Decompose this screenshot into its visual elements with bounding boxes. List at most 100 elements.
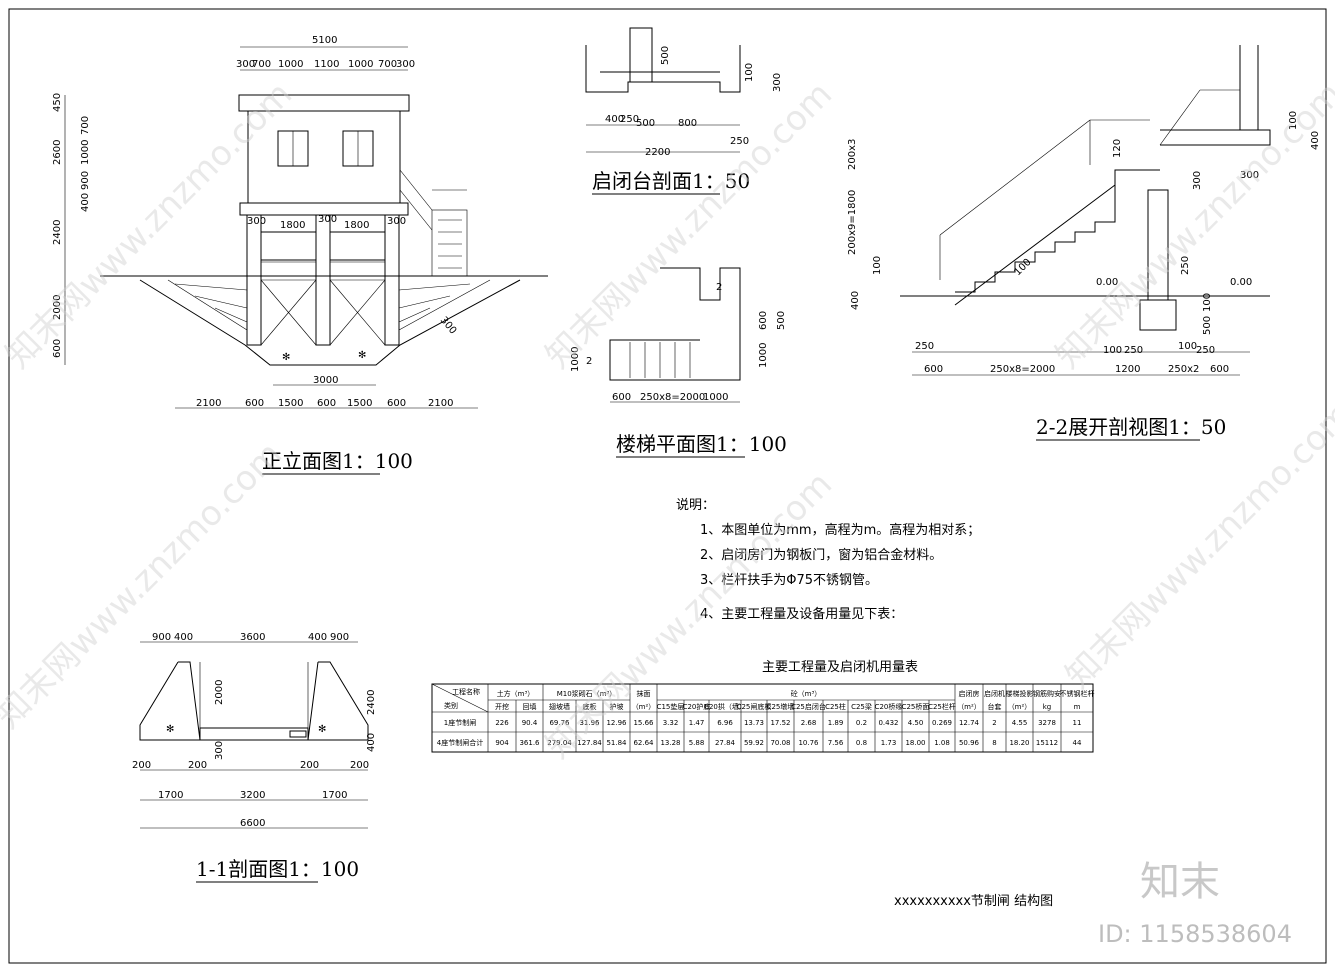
s22-l-0: 200x3 <box>847 139 858 170</box>
table-group-header: 不锈钢栏杆 <box>1060 689 1095 698</box>
table-cell: 6.96 <box>717 719 733 727</box>
hp-v-1: 100 <box>744 63 755 82</box>
hp-v-0: 500 <box>660 46 671 65</box>
s11-gate-icon-right: ✻ <box>318 724 326 735</box>
s22-l-3: 400 <box>850 291 861 310</box>
fe-b-6: 2100 <box>428 398 453 409</box>
table-cell: 1.47 <box>689 719 705 727</box>
table-cell: 0.8 <box>856 739 867 747</box>
table-group-header: 抹面 <box>637 689 651 698</box>
fe-dim-top-2: 1000 <box>278 59 303 70</box>
fe-v-1: 700 <box>80 116 91 135</box>
table-cell: 3.32 <box>663 719 679 727</box>
note-2: 2、启闭房门为钢板门，窗为铝合金材料。 <box>700 547 942 563</box>
sp-title: 楼梯平面图1：100 <box>616 432 787 456</box>
s22-b-2: 1200 <box>1115 364 1140 375</box>
table-cell: 12.74 <box>959 719 980 727</box>
drawing-border <box>8 8 1327 964</box>
sp-mark-top: 2 <box>716 282 722 293</box>
hp-total: 2200 <box>645 147 670 158</box>
table-cell: 18.00 <box>905 739 925 747</box>
table-subheader: C15垫层 <box>657 702 685 711</box>
hp-side: 250 <box>730 136 749 147</box>
section-1-1: 900 400 3600 400 900 2000 2400 300 400 ✻… <box>132 632 377 883</box>
s11-v-2: 300 <box>214 741 225 760</box>
hp-h-1: 250 <box>620 114 639 125</box>
table-cell: 226 <box>495 719 509 727</box>
table-subheader: C25闸底板 <box>737 702 772 711</box>
table-row-label: 4座节制闸合计 <box>437 738 483 747</box>
notes: 说明： 1、本图单位为mm，高程为m。高程为相对系； 2、启闭房门为钢板门，窗为… <box>676 498 980 622</box>
table-group-header: 启闭房 <box>959 689 980 698</box>
s11-v-1: 2400 <box>366 690 377 715</box>
fe-v-0: 450 <box>52 93 63 112</box>
fe-dim-top-3: 1100 <box>314 59 339 70</box>
s11-t-1: 400 <box>174 632 193 643</box>
table-cell: 279.04 <box>547 739 572 747</box>
fe-gate-icon-left: ✻ <box>282 352 290 363</box>
s22-bt-4: 250 <box>1196 345 1215 356</box>
s11-lo-0: 200 <box>132 760 151 771</box>
fe-inner-1: 1800 <box>280 220 305 231</box>
table-subheader: （m²） <box>632 703 656 711</box>
sp-b-2: 1000 <box>703 392 728 403</box>
s11-t-4: 900 <box>330 632 349 643</box>
fe-b-1: 600 <box>245 398 264 409</box>
fe-inner-2: 300 <box>318 214 337 225</box>
s22-t-0: 100 <box>1288 111 1299 130</box>
table-cell: 7.56 <box>828 739 844 747</box>
table-corner-bottom: 类别 <box>444 701 458 710</box>
table-cell: 1.08 <box>934 739 950 747</box>
table-subheader: 护坡 <box>610 702 624 711</box>
s11-total: 6600 <box>240 818 265 829</box>
table-subheader: C20桥缘 <box>875 702 903 711</box>
table-cell: 4.50 <box>908 719 924 727</box>
table-cell: 44 <box>1073 739 1082 747</box>
table-subheader: C20拱（墙） <box>704 702 746 711</box>
table-cell: 0.269 <box>932 719 952 727</box>
table-cell: 11 <box>1073 719 1082 727</box>
s22-bt-0: 250 <box>915 341 934 352</box>
table-cell: 8 <box>992 739 996 747</box>
table-cell: 50.96 <box>959 739 980 747</box>
table-subheader: C25启闭台 <box>791 702 826 711</box>
fe-gate-icon-right: ✻ <box>358 350 366 361</box>
sp-mark-left: 2 <box>586 356 592 367</box>
table-cell: 2 <box>992 719 996 727</box>
table-subheader: 开挖 <box>495 702 509 711</box>
hp-v-2: 300 <box>772 73 783 92</box>
table-subheader: m <box>1074 703 1081 711</box>
table-cell: 361.6 <box>519 739 540 747</box>
table-group-header: 钢筋购安 <box>1033 689 1061 698</box>
fe-v-4: 900 <box>80 171 91 190</box>
table-cell: 59.92 <box>744 739 764 747</box>
watermark-4: 知末网www.znzmo.com <box>0 434 290 736</box>
s11-gate-icon-left: ✻ <box>166 724 174 735</box>
s22-t-2: 300 <box>1192 171 1203 190</box>
table-group-header: 启闭机 <box>984 689 1005 698</box>
s11-b-2: 1700 <box>322 790 347 801</box>
fe-v-6: 2400 <box>52 220 63 245</box>
s22-b-1: 250x8=2000 <box>990 364 1055 375</box>
s11-lo-1: 200 <box>188 760 207 771</box>
brand-logo: 知末 <box>1140 859 1220 905</box>
table-subheader: C25墩墙 <box>767 702 795 711</box>
table-subheader: 底板 <box>583 702 597 711</box>
table-cell: 1.89 <box>828 719 844 727</box>
table-cell: 13.73 <box>744 719 764 727</box>
table-cell: 69.76 <box>549 719 570 727</box>
table-subheader: 台套 <box>988 702 1002 711</box>
s22-t-1: 400 <box>1310 131 1321 150</box>
fe-slope: 300 <box>438 315 459 337</box>
fe-b-2: 1500 <box>278 398 303 409</box>
sp-r-0: 600 <box>758 311 769 330</box>
fe-b-4: 1500 <box>347 398 372 409</box>
table-cell: 70.08 <box>770 739 790 747</box>
s11-v-0: 2000 <box>214 680 225 705</box>
s22-m-3: 100 <box>1202 293 1213 312</box>
fe-inner-4: 300 <box>387 216 406 227</box>
table-cell: 27.84 <box>715 739 736 747</box>
s11-t-2: 3600 <box>240 632 265 643</box>
s22-b-4: 600 <box>1210 364 1229 375</box>
